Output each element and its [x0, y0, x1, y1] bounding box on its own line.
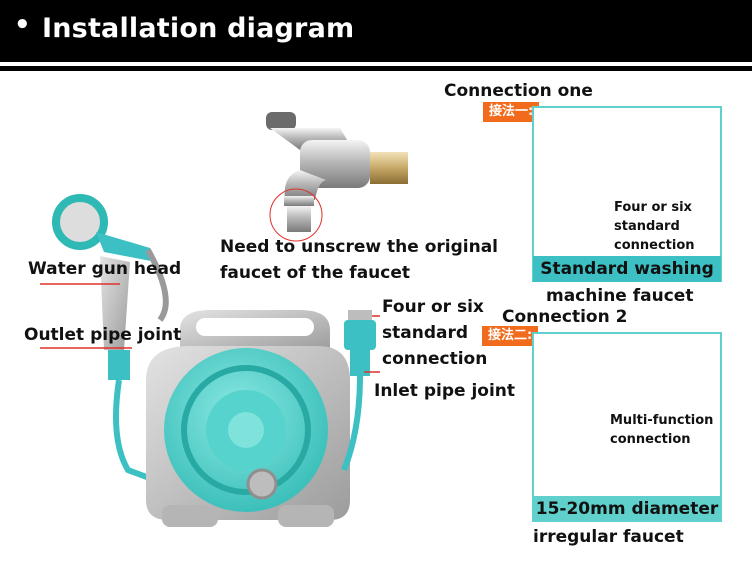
connection-two-note-line1: Multi-function: [610, 413, 714, 428]
hose-reel: [146, 310, 350, 527]
header-bullet: •: [14, 10, 31, 40]
outlet-pipe-joint-label: Outlet pipe joint: [24, 325, 182, 345]
connection-one-panel: [532, 106, 722, 282]
connection-one-note-line1: Four or six: [614, 200, 692, 215]
connection-two-caption: irregular faucet: [533, 527, 684, 547]
four-six-label-line3: connection: [382, 349, 488, 369]
inlet-pipe-joint-label: Inlet pipe joint: [374, 381, 516, 401]
header-bar: • Installation diagram: [0, 0, 752, 62]
connection-one-note-line3: connection: [614, 238, 695, 253]
connection-one-note-line2: standard: [614, 219, 680, 234]
header-rule: [0, 66, 752, 71]
page-title: Installation diagram: [42, 13, 355, 44]
connection-one-bar: Standard washing: [533, 256, 721, 282]
unscrew-note-line2: faucet of the faucet: [220, 263, 410, 283]
original-faucet: [266, 112, 408, 242]
connection-two-note-line2: connection: [610, 432, 691, 447]
connection-two-tag: 接法二:: [482, 326, 539, 346]
connection-one-caption: machine faucet: [546, 286, 694, 306]
unscrew-note-line1: Need to unscrew the original: [220, 237, 499, 257]
four-six-label-line1: Four or six: [382, 297, 484, 317]
inlet-connector: [341, 310, 376, 472]
spray-gun: [52, 194, 169, 485]
four-six-label-line2: standard: [382, 323, 469, 343]
connection-one-tag: 接法一:: [483, 102, 540, 122]
connection-two-heading: Connection 2: [502, 307, 628, 327]
connection-two-bar: 15-20mm diameter: [532, 496, 722, 522]
connection-one-heading: Connection one: [444, 81, 593, 101]
water-gun-head-label: Water gun head: [28, 259, 182, 279]
